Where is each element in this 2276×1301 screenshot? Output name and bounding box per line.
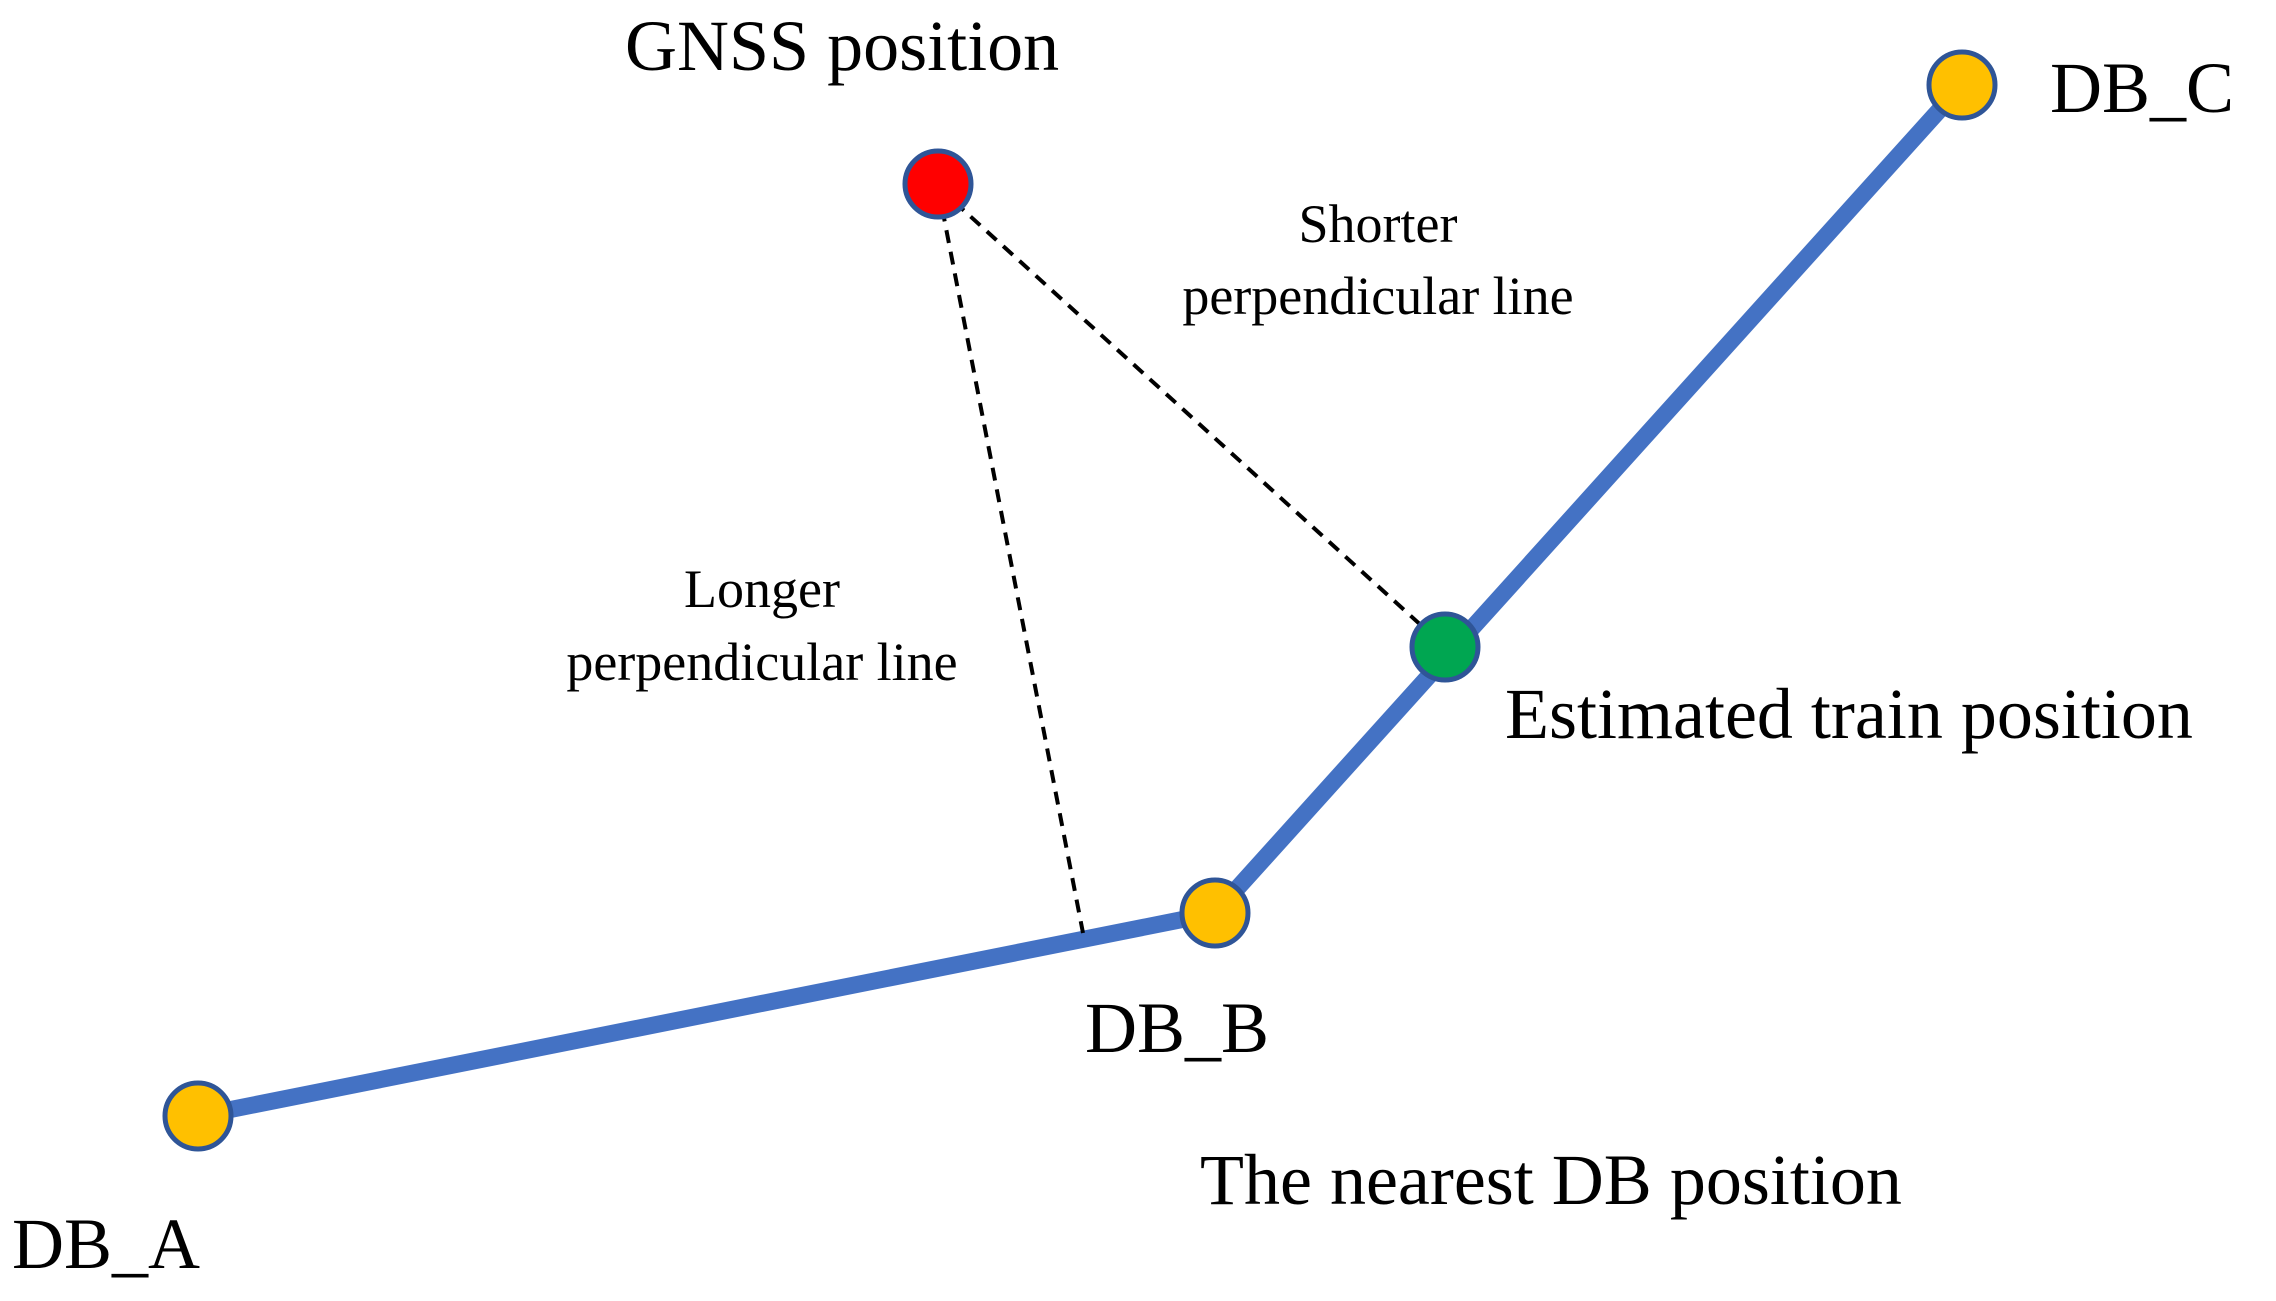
- nearest-db-position-label: The nearest DB position: [1200, 1140, 1902, 1220]
- db-b-point: [1179, 877, 1251, 949]
- longer-perpendicular-line: [936, 186, 1085, 934]
- estimated-train-point: [1409, 611, 1481, 683]
- gnss-position-label: GNSS position: [625, 6, 1059, 86]
- longer-line-label-1: Longer: [684, 559, 840, 619]
- db-c-label: DB_C: [2050, 48, 2234, 128]
- shorter-line-label-2: perpendicular line: [1182, 266, 1573, 326]
- shorter-perpendicular-line: [936, 185, 1447, 649]
- estimated-train-position-label: Estimated train position: [1505, 674, 2193, 754]
- longer-line-label-2: perpendicular line: [566, 632, 957, 692]
- gnss-point: [902, 148, 974, 220]
- db-c-point: [1926, 49, 1998, 121]
- db-b-label: DB_B: [1085, 988, 1269, 1068]
- db-a-label: DB_A: [12, 1204, 200, 1284]
- db-a-point: [162, 1080, 234, 1152]
- track-segment-a-b: [196, 904, 1217, 1125]
- shorter-line-label-1: Shorter: [1299, 194, 1458, 254]
- track-segment-b-c: [1208, 79, 1969, 919]
